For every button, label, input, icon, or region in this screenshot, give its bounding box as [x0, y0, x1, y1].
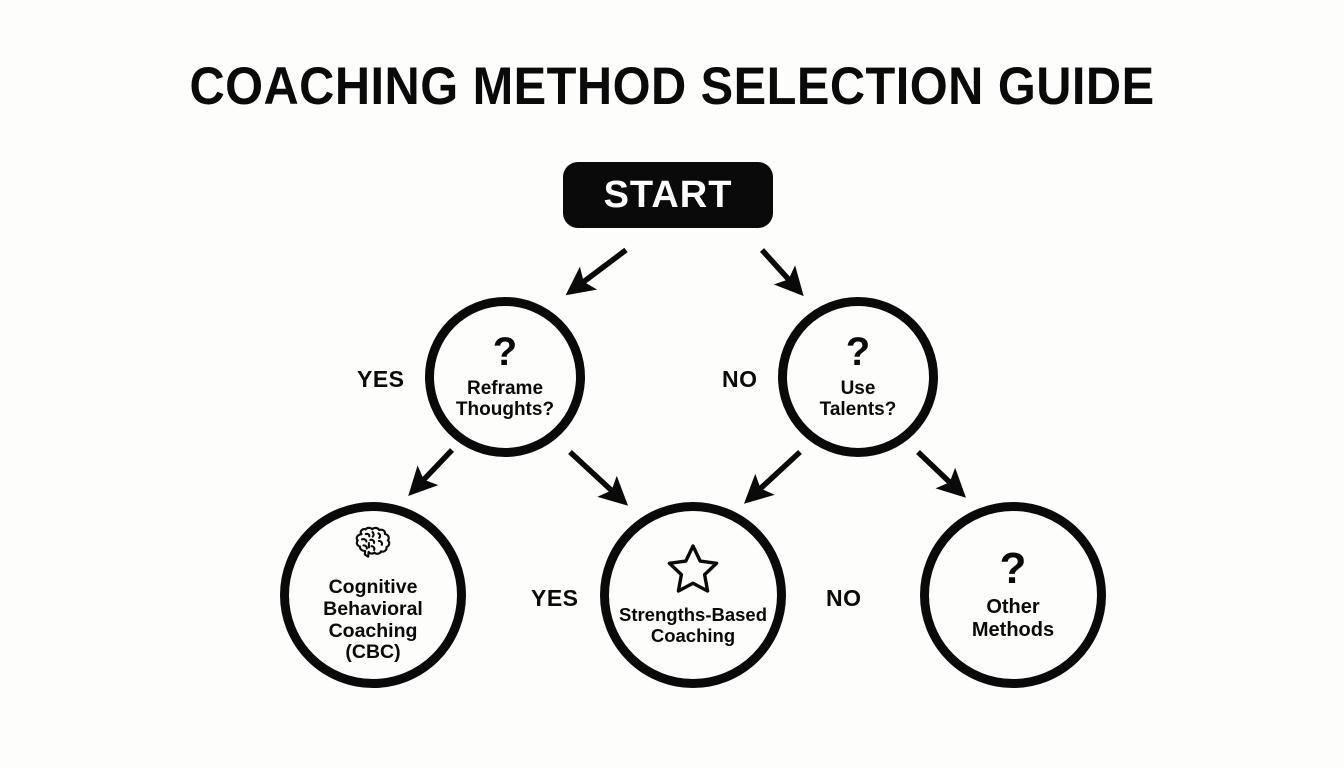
edge-label-branch-yes: YES — [531, 585, 579, 611]
edge-label-start-yes: YES — [357, 366, 405, 392]
decision-node-talents-label: Use Talents? — [819, 377, 897, 420]
brain-icon — [350, 526, 396, 568]
edge-reframe-to-strengths — [568, 449, 629, 506]
question-mark-icon: ? — [492, 329, 518, 374]
outcome-node-strengths-label: Strengths-Based Coaching — [618, 604, 768, 646]
edge-reframe-to-cbc — [408, 448, 454, 496]
outcome-node-cbc-label: Cognitive Behavioral Coaching (CBC) — [323, 575, 423, 664]
edge-start-to-talents — [759, 248, 804, 297]
edge-start-to-reframe — [565, 247, 628, 296]
edge-talents-to-other — [916, 450, 966, 498]
question-mark-icon: ? — [845, 329, 871, 374]
decision-node-reframe-label: Reframe Thoughts? — [455, 377, 555, 420]
outcome-node-cognitive-behavioral-coaching[interactable]: Cognitive Behavioral Coaching (CBC) — [280, 502, 466, 688]
star-icon — [667, 543, 719, 597]
outcome-node-other-label: Other Methods — [971, 596, 1055, 641]
edge-label-branch-no: NO — [826, 585, 862, 611]
outcome-node-strengths-based-coaching[interactable]: Strengths-Based Coaching — [600, 502, 786, 688]
edge-talents-to-strengths — [743, 449, 802, 504]
edge-label-start-no: NO — [722, 366, 758, 392]
decision-node-use-talents[interactable]: ? Use Talents? — [778, 297, 938, 457]
start-node-label: START — [603, 174, 733, 216]
outcome-node-other-methods[interactable]: ? Other Methods — [920, 502, 1106, 688]
page-title: COACHING METHOD SELECTION GUIDE — [189, 57, 1155, 116]
question-mark-icon: ? — [999, 543, 1027, 593]
decision-node-reframe-thoughts[interactable]: ? Reframe Thoughts? — [425, 297, 585, 457]
start-node[interactable]: START — [563, 162, 773, 228]
